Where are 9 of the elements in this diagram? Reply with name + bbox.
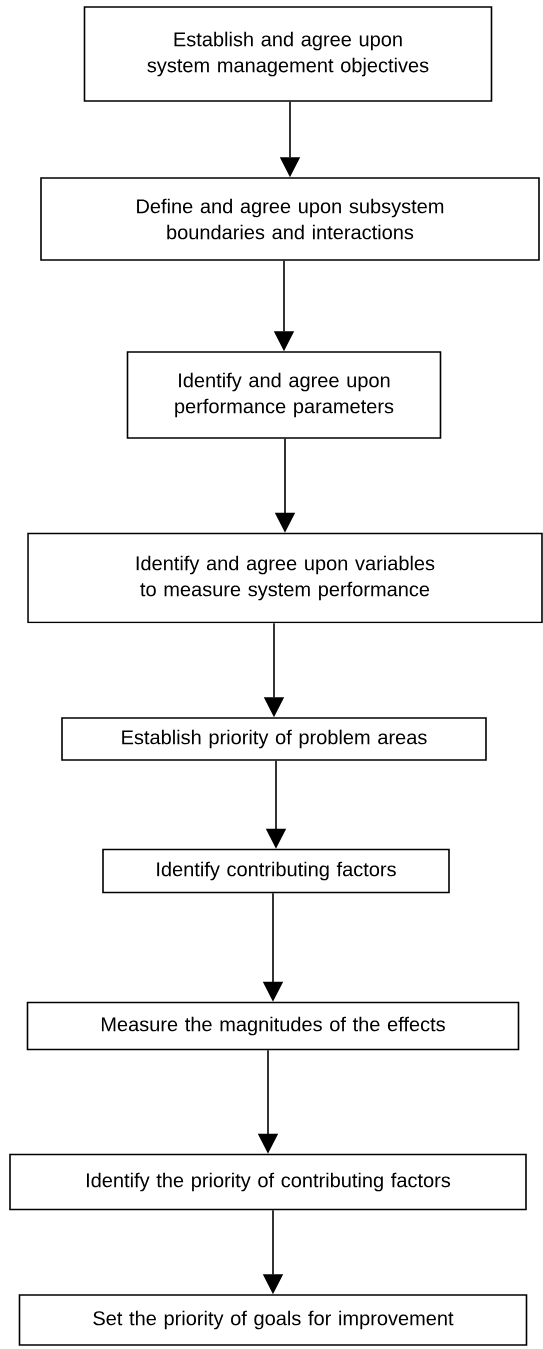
process-box: Identify contributing factors bbox=[102, 848, 450, 894]
process-box: Identify and agree upon performance parameters bbox=[126, 351, 442, 439]
process-box: Measure the magnitudes of the effects bbox=[26, 1001, 520, 1051]
process-box: Set the priority of goals for improvement bbox=[18, 1294, 528, 1346]
process-box: Establish and agree upon system management objectives bbox=[83, 6, 493, 102]
process-box: Identify and agree upon variables to measure system performance bbox=[27, 532, 543, 624]
process-box: Establish priority of problem areas bbox=[61, 717, 487, 761]
process-box: Identify the priority of contributing factors bbox=[9, 1153, 527, 1211]
process-box: Define and agree upon subsystem boundaries and interactions bbox=[40, 177, 540, 261]
